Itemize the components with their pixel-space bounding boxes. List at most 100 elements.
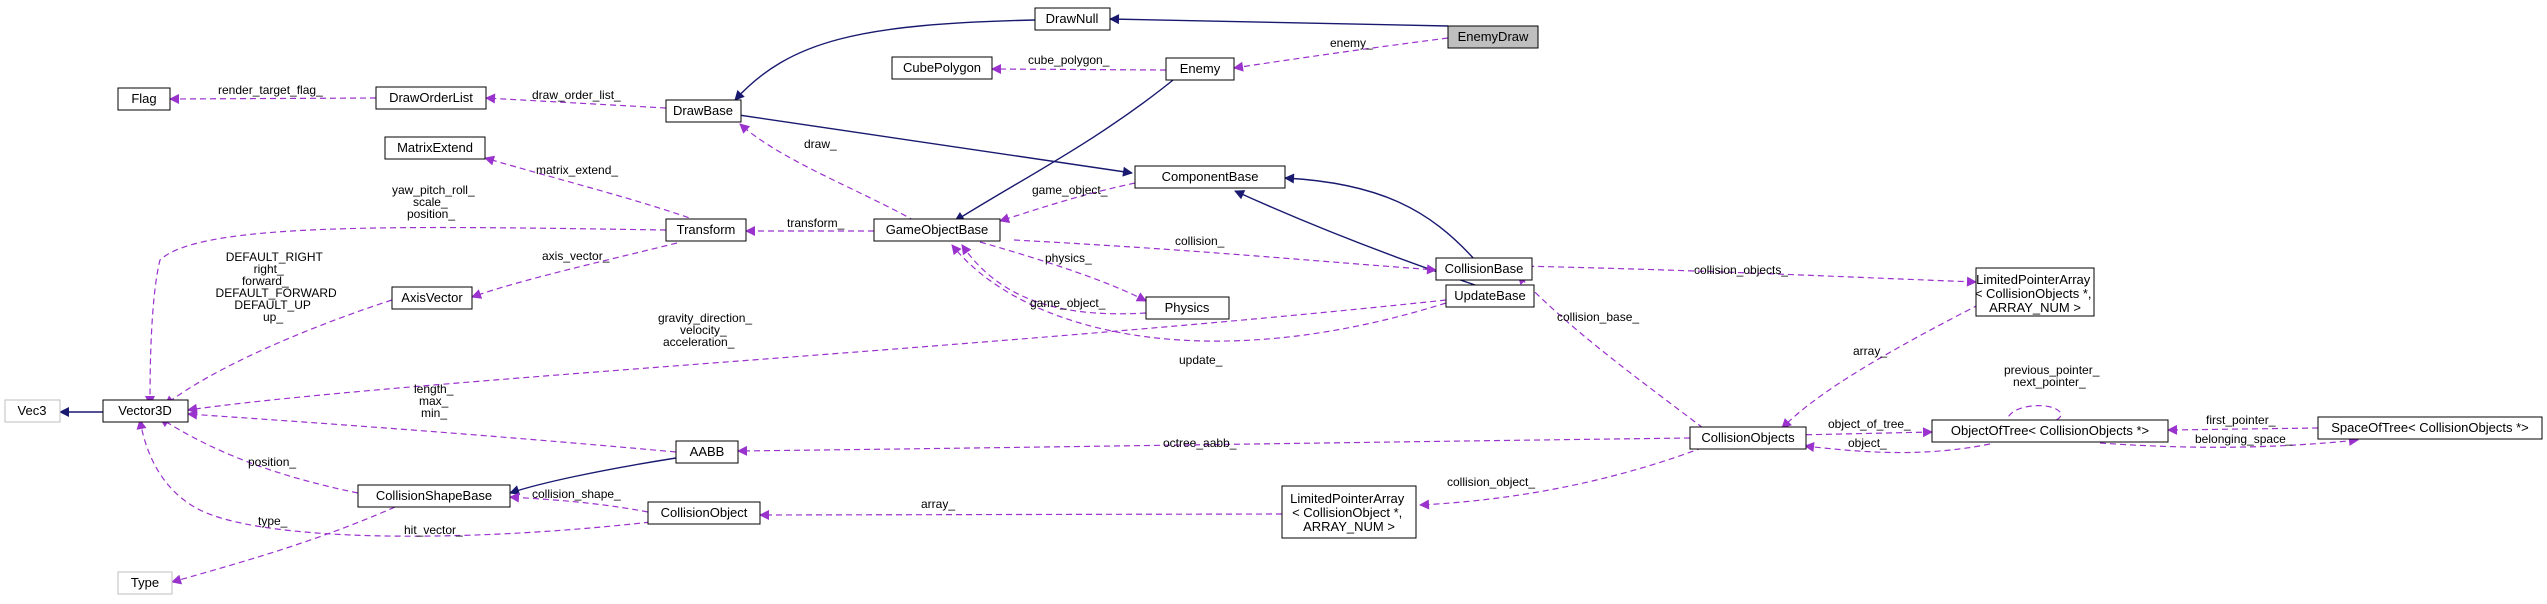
edge-label-update: update_ bbox=[1179, 353, 1223, 367]
edge-gameobjectbase-drawbase bbox=[739, 123, 916, 222]
edge-label-draw-order-list: draw_order_list_ bbox=[532, 88, 621, 102]
edge-label-previous-next: previous_pointer_ next_pointer_ bbox=[2004, 363, 2103, 389]
edge-label-position: position_ bbox=[248, 455, 296, 469]
edge-draworderlist-flag bbox=[169, 93, 377, 104]
node-transform[interactable]: Transform bbox=[665, 218, 747, 242]
edge-label-default-right: DEFAULT_RIGHT right_ forward_ DEFAULT_FO… bbox=[216, 250, 340, 324]
nodes: EnemyDraw DrawNull Enemy CubePolygon Dra… bbox=[4, 7, 2543, 595]
node-collisionbase[interactable]: CollisionBase bbox=[1435, 257, 1533, 281]
node-vec3[interactable]: Vec3 bbox=[4, 399, 61, 423]
edge-collisionshapebase-type bbox=[171, 506, 396, 585]
edge-label-matrix-extend: matrix_extend_ bbox=[536, 163, 618, 177]
node-updatebase[interactable]: UpdateBase bbox=[1445, 284, 1535, 308]
svg-text:Transform: Transform bbox=[677, 222, 736, 237]
edge-collisionshapebase-vector3d bbox=[159, 417, 359, 494]
svg-text:Enemy: Enemy bbox=[1180, 61, 1221, 76]
svg-text:DrawBase: DrawBase bbox=[673, 103, 733, 118]
edge-axisvector-vector3d bbox=[164, 299, 393, 406]
node-collisionobject[interactable]: CollisionObject bbox=[647, 501, 761, 525]
edge-limitedarray-collisionobject bbox=[759, 509, 1283, 520]
edge-label-yaw: yaw_pitch_roll_ scale_ position_ bbox=[392, 183, 478, 221]
node-axisvector[interactable]: AxisVector bbox=[391, 286, 473, 310]
node-enemy[interactable]: Enemy bbox=[1165, 57, 1235, 81]
edge-collisionobjects-aabb bbox=[737, 437, 1691, 456]
edge-transform-matrixextend bbox=[484, 155, 699, 222]
edge-enemy-to-gameobjectbase bbox=[954, 75, 1179, 222]
edge-physics-gameobjectbase bbox=[961, 244, 1147, 315]
node-limitedpointerarray-collisionobjects[interactable]: LimitedPointerArray < CollisionObjects *… bbox=[1975, 267, 2095, 317]
edge-label-collision-object: collision_object_ bbox=[1447, 475, 1535, 489]
edge-label-first-pointer: first_pointer_ bbox=[2206, 413, 2276, 427]
svg-text:SpaceOfTree< CollisionObjects: SpaceOfTree< CollisionObjects *> bbox=[2331, 420, 2529, 435]
edge-label-type: type_ bbox=[258, 514, 288, 528]
edge-aabb-vector3d bbox=[187, 409, 677, 453]
edge-objectoftree-collisionobjects bbox=[1804, 442, 1991, 454]
node-spaceoftree[interactable]: SpaceOfTree< CollisionObjects *> bbox=[2317, 416, 2543, 440]
node-componentbase[interactable]: ComponentBase bbox=[1134, 165, 1286, 189]
edge-gameobjectbase-collisionbase bbox=[1013, 239, 1437, 275]
edge-enemydraw-to-drawnull bbox=[1109, 14, 1449, 27]
svg-text:CollisionShapeBase: CollisionShapeBase bbox=[376, 488, 492, 503]
svg-text:Type: Type bbox=[131, 575, 159, 590]
svg-text:DrawNull: DrawNull bbox=[1046, 11, 1099, 26]
edge-updatebase-gameobjectbase bbox=[951, 244, 1447, 342]
node-flag[interactable]: Flag bbox=[117, 87, 171, 111]
svg-text:DrawOrderList: DrawOrderList bbox=[389, 90, 473, 105]
edge-label-transform: transform_ bbox=[787, 216, 845, 230]
svg-text:Vector3D: Vector3D bbox=[118, 403, 171, 418]
edge-aabb-to-collisionshapebase bbox=[509, 457, 677, 495]
node-draworderlist[interactable]: DrawOrderList bbox=[375, 86, 487, 110]
svg-text:LimitedPointerArray <: LimitedPointerArray < CollisionObject *,… bbox=[1290, 491, 1408, 534]
edge-collisionobject-vector3d bbox=[136, 419, 661, 537]
svg-text:GameObjectBase: GameObjectBase bbox=[886, 222, 989, 237]
edge-label-render-target-flag: render_target_flag_ bbox=[218, 83, 323, 97]
edge-labels: enemy_ cube_polygon_ render_target_flag_… bbox=[216, 36, 2293, 537]
edge-transform-axisvector bbox=[471, 242, 678, 299]
edge-label-collision-shape: collision_shape_ bbox=[532, 487, 621, 501]
edge-transform-vector3d bbox=[145, 226, 667, 406]
edge-collisionobject-collisionshapebase bbox=[509, 492, 649, 513]
node-physics[interactable]: Physics bbox=[1145, 296, 1230, 320]
edge-label-array-objects: array_ bbox=[1853, 344, 1887, 358]
node-type[interactable]: Type bbox=[117, 571, 173, 595]
node-objectoftree[interactable]: ObjectOfTree< CollisionObjects *> bbox=[1931, 419, 2169, 443]
svg-text:LimitedPointerArray <: LimitedPointerArray < CollisionObjects *… bbox=[1975, 272, 2095, 315]
edge-label-length: length_ max_ min_ bbox=[414, 382, 457, 420]
edge-label-axis-vector: axis_vector_ bbox=[542, 249, 610, 263]
node-vector3d[interactable]: Vector3D bbox=[102, 399, 189, 423]
edge-limitedarray-collisionobjects bbox=[1781, 299, 1989, 429]
node-aabb[interactable]: AABB bbox=[675, 440, 739, 464]
svg-text:ComponentBase: ComponentBase bbox=[1162, 169, 1259, 184]
node-limitedpointerarray-collisionobject[interactable]: LimitedPointerArray < CollisionObject *,… bbox=[1281, 485, 1417, 539]
edge-collisionobjects-collisionbase bbox=[1517, 274, 1704, 429]
node-drawbase[interactable]: DrawBase bbox=[665, 99, 742, 123]
edge-label-gravity: gravity_direction_ velocity_ acceleratio… bbox=[658, 311, 755, 349]
svg-text:AABB: AABB bbox=[690, 444, 725, 459]
svg-text:MatrixExtend: MatrixExtend bbox=[397, 140, 473, 155]
edge-label-hit-vector: hit_vector_ bbox=[404, 523, 463, 537]
svg-text:CollisionObjects: CollisionObjects bbox=[1701, 430, 1795, 445]
node-cubepolygon[interactable]: CubePolygon bbox=[891, 56, 993, 80]
edge-spaceoftree-objectoftree bbox=[2167, 424, 2319, 435]
svg-text:AxisVector: AxisVector bbox=[401, 290, 463, 305]
node-matrixextend[interactable]: MatrixExtend bbox=[384, 136, 486, 160]
edge-collisionbase-limitedarray bbox=[1517, 265, 1977, 287]
edge-enemydraw-enemy bbox=[1233, 37, 1449, 72]
edge-collisionbase-to-componentbase bbox=[1284, 173, 1476, 261]
edge-label-array-object: array_ bbox=[921, 497, 955, 511]
edge-label-enemy: enemy_ bbox=[1330, 36, 1373, 50]
edge-label-draw: draw_ bbox=[804, 137, 837, 151]
node-gameobjectbase[interactable]: GameObjectBase bbox=[873, 218, 1001, 242]
edge-label-collision-objects: collision_objects_ bbox=[1694, 263, 1788, 277]
edge-label-physics: physics_ bbox=[1045, 251, 1092, 265]
node-drawnull[interactable]: DrawNull bbox=[1034, 7, 1111, 31]
node-collisionshapebase[interactable]: CollisionShapeBase bbox=[357, 484, 511, 508]
edge-label-object-of-tree: object_of_tree_ bbox=[1828, 417, 1911, 431]
node-collisionobjects[interactable]: CollisionObjects bbox=[1689, 426, 1807, 450]
edge-enemy-cubepolygon bbox=[991, 64, 1167, 75]
node-enemydraw[interactable]: EnemyDraw bbox=[1447, 25, 1539, 49]
svg-text:CubePolygon: CubePolygon bbox=[903, 60, 981, 75]
edge-updatebase-vector3d bbox=[187, 299, 1447, 414]
edge-label-game-object-cb: game_object_ bbox=[1032, 183, 1108, 197]
